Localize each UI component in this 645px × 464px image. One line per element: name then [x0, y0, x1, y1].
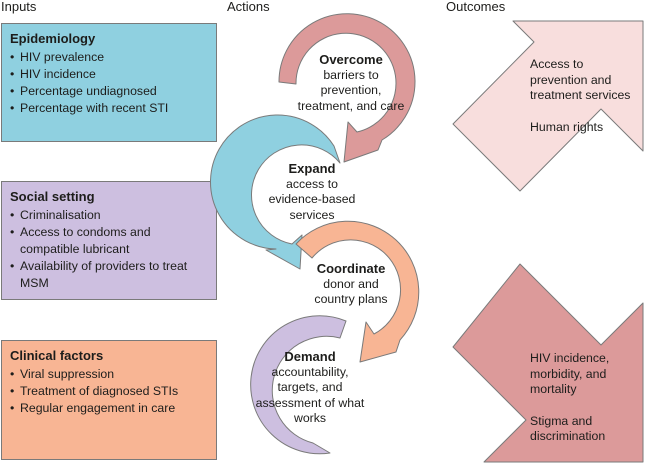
- list-item: Percentage undiagnosed: [10, 83, 208, 100]
- overcome-action: Overcome barriers to prevention, treatme…: [296, 52, 406, 114]
- coordinate-cycle-arrow: [295, 220, 420, 363]
- list-item: Availability of providers to treat MSM: [10, 258, 208, 292]
- list-item: HIV incidence: [10, 66, 208, 83]
- expand-action: Expand access to evidence-based services: [262, 161, 362, 223]
- outcomes-header: Outcomes: [446, 0, 506, 14]
- hiv-outcome-text: HIV incidence, morbidity, and mortality …: [530, 351, 630, 445]
- expand-title: Expand: [288, 161, 336, 176]
- list-item: Access to condoms and compatible lubrica…: [10, 224, 208, 258]
- list-item: Treatment of diagnosed STIs: [10, 383, 208, 400]
- social-setting-box: Social setting Criminalisation Access to…: [1, 181, 217, 300]
- overcome-title: Overcome: [319, 52, 383, 67]
- epidemiology-list: HIV prevalence HIV incidence Percentage …: [10, 49, 208, 117]
- coordinate-action: Coordinate donor and country plans: [311, 261, 391, 308]
- coordinate-description: donor and country plans: [314, 276, 388, 307]
- clinical-factors-list: Viral suppression Treatment of diagnosed…: [10, 366, 208, 417]
- list-item: Viral suppression: [10, 366, 208, 383]
- expand-description: access to evidence-based services: [268, 176, 356, 222]
- actions-header: Actions: [227, 0, 270, 14]
- outcome-line: Access to prevention and treatment servi…: [530, 57, 631, 102]
- epidemiology-title: Epidemiology: [10, 31, 96, 46]
- list-item: Criminalisation: [10, 207, 208, 224]
- hiv-outcome-arrow: [452, 263, 644, 463]
- list-item: Percentage with recent STI: [10, 100, 208, 117]
- epidemiology-box: Epidemiology HIV prevalence HIV incidenc…: [1, 23, 217, 142]
- demand-description: accountability, targets, and assessment …: [255, 364, 365, 426]
- overcome-cycle-arrow: [278, 13, 416, 163]
- clinical-factors-box: Clinical factors Viral suppression Treat…: [1, 340, 217, 460]
- coordinate-title: Coordinate: [316, 261, 386, 276]
- demand-title: Demand: [284, 349, 336, 364]
- access-outcome-arrow: [452, 20, 644, 192]
- social-setting-title: Social setting: [10, 189, 95, 204]
- list-item: Regular engagement in care: [10, 400, 208, 417]
- demand-action: Demand accountability, targets, and asse…: [250, 349, 370, 427]
- overcome-description: barriers to prevention, treatment, and c…: [297, 67, 405, 113]
- outcome-line: HIV incidence, morbidity, and mortality: [530, 351, 610, 396]
- social-setting-list: Criminalisation Access to condoms and co…: [10, 207, 208, 292]
- demand-cycle-arrow: [250, 315, 347, 455]
- list-item: HIV prevalence: [10, 49, 208, 66]
- inputs-header: Inputs: [1, 0, 37, 14]
- outcome-line: Stigma and discrimination: [530, 413, 606, 444]
- outcome-line: Human rights: [530, 119, 604, 134]
- access-outcome-text: Access to prevention and treatment servi…: [530, 57, 636, 135]
- expand-cycle-arrow: [210, 114, 341, 270]
- clinical-factors-title: Clinical factors: [10, 348, 104, 363]
